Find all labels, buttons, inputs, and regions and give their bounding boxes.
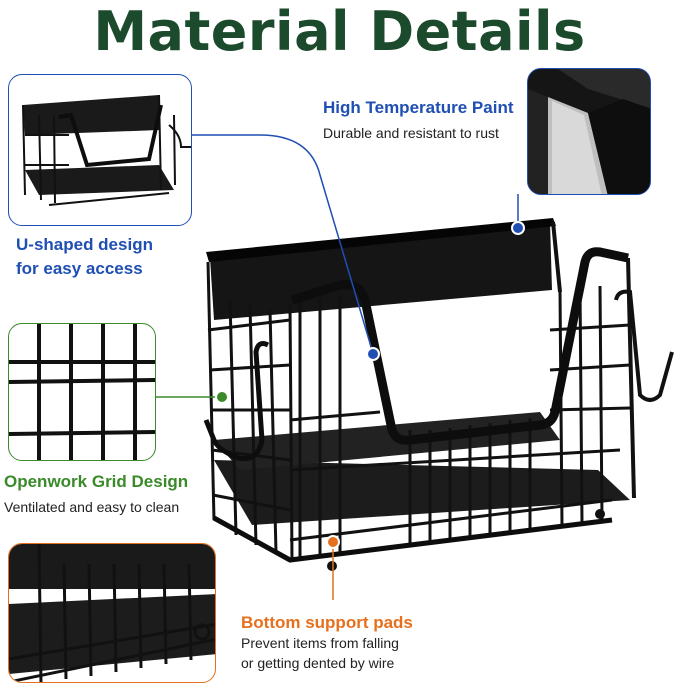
paint-inset bbox=[527, 68, 651, 195]
grid-desc: Ventilated and easy to clean bbox=[4, 499, 180, 515]
pads-desc-line1: Prevent items from falling bbox=[241, 635, 399, 651]
pads-desc-line2: or getting dented by wire bbox=[241, 655, 395, 671]
grid-title: Openwork Grid Design bbox=[4, 472, 189, 491]
grid-inset bbox=[8, 323, 156, 461]
paint-title: High Temperature Paint bbox=[323, 98, 514, 117]
paint-marker-dot bbox=[511, 221, 525, 235]
paint-desc: Durable and resistant to rust bbox=[323, 125, 499, 141]
pads-title: Bottom support pads bbox=[241, 613, 413, 632]
grid-marker-dot bbox=[215, 390, 229, 404]
support-pad-icon bbox=[9, 544, 215, 682]
u-shape-basket-icon bbox=[22, 94, 191, 206]
paint-sample-icon bbox=[528, 69, 650, 194]
ushape-inset bbox=[8, 74, 192, 226]
pads-marker-dot bbox=[326, 535, 340, 549]
pads-inset bbox=[8, 543, 216, 683]
ushape-marker-dot bbox=[366, 347, 380, 361]
ushape-title-line2: for easy access bbox=[16, 259, 143, 278]
ushape-title-line1: U-shaped design bbox=[16, 235, 153, 254]
page-title: Material Details bbox=[93, 0, 586, 63]
grid-wire-icon bbox=[9, 324, 155, 460]
